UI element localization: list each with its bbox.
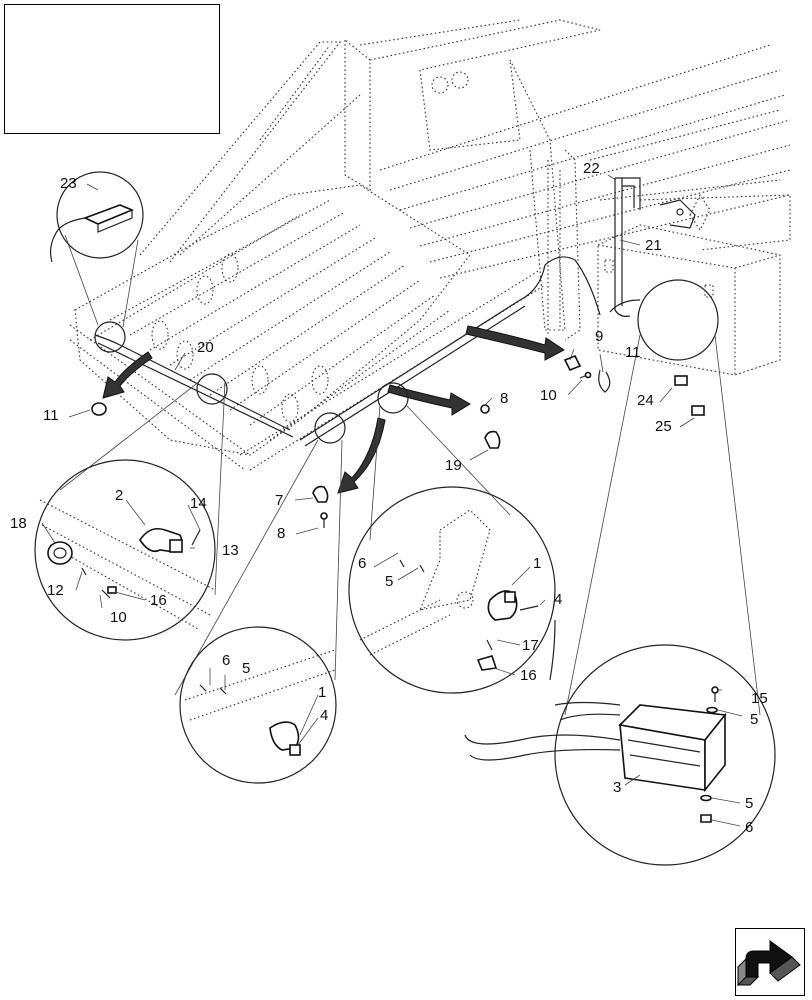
callout-13: 13 [222, 542, 239, 559]
callout-1: 1 [318, 684, 326, 701]
zoom-markers [94, 279, 719, 444]
callout-8: 8 [277, 525, 285, 542]
callout-24: 24 [637, 392, 654, 409]
callout-18: 18 [10, 515, 27, 532]
callout-5: 5 [750, 711, 758, 728]
callout-3: 3 [613, 779, 621, 796]
callout-23: 23 [60, 175, 77, 192]
callout-20: 20 [197, 339, 214, 356]
callout-21: 21 [645, 237, 662, 254]
callout-5: 5 [385, 573, 393, 590]
detail-circle-center [348, 486, 556, 694]
callout-9: 9 [595, 328, 603, 345]
callout-22: 22 [583, 160, 600, 177]
callout-arrows [102, 325, 565, 494]
callout-1: 1 [533, 555, 541, 572]
detail-circle-middle [179, 626, 337, 784]
callout-17: 17 [522, 637, 539, 654]
callout-10: 10 [540, 387, 557, 404]
callout-6: 6 [222, 652, 230, 669]
callout-11: 11 [43, 407, 59, 424]
callout-6: 6 [358, 555, 366, 572]
callout-5: 5 [745, 795, 753, 812]
wiring-harness [94, 177, 641, 447]
callout-4: 4 [554, 591, 562, 608]
callout-2: 2 [115, 487, 123, 504]
control-box [597, 224, 781, 376]
callout-15: 15 [751, 690, 768, 707]
bracket-parts [659, 199, 696, 229]
detail-circle-sensor [49, 171, 144, 263]
callout-10: 10 [110, 609, 127, 626]
callout-4: 4 [320, 707, 328, 724]
detail-circle-left [34, 459, 216, 641]
callout-12: 12 [47, 582, 64, 599]
detail-circle-module [464, 619, 776, 866]
loose-parts [91, 354, 705, 528]
title-block [4, 4, 220, 134]
callout-5: 5 [242, 660, 250, 677]
next-page-button[interactable] [735, 928, 805, 996]
detail-leaders [59, 234, 761, 716]
callout-6: 6 [745, 819, 753, 836]
callout-16: 16 [520, 667, 537, 684]
next-page-arrow-icon [736, 940, 801, 987]
callout-7: 7 [275, 492, 283, 509]
callout-8: 8 [500, 390, 508, 407]
callout-16: 16 [150, 592, 167, 609]
callout-11: 11 [625, 344, 641, 361]
callout-14: 14 [190, 495, 207, 512]
callout-19: 19 [445, 457, 462, 474]
callout-25: 25 [655, 418, 672, 435]
callout-leaders [41, 174, 743, 827]
callout-labels: 23 22 21 20 11 9 11 10 8 19 24 25 7 8 2 … [10, 160, 768, 836]
